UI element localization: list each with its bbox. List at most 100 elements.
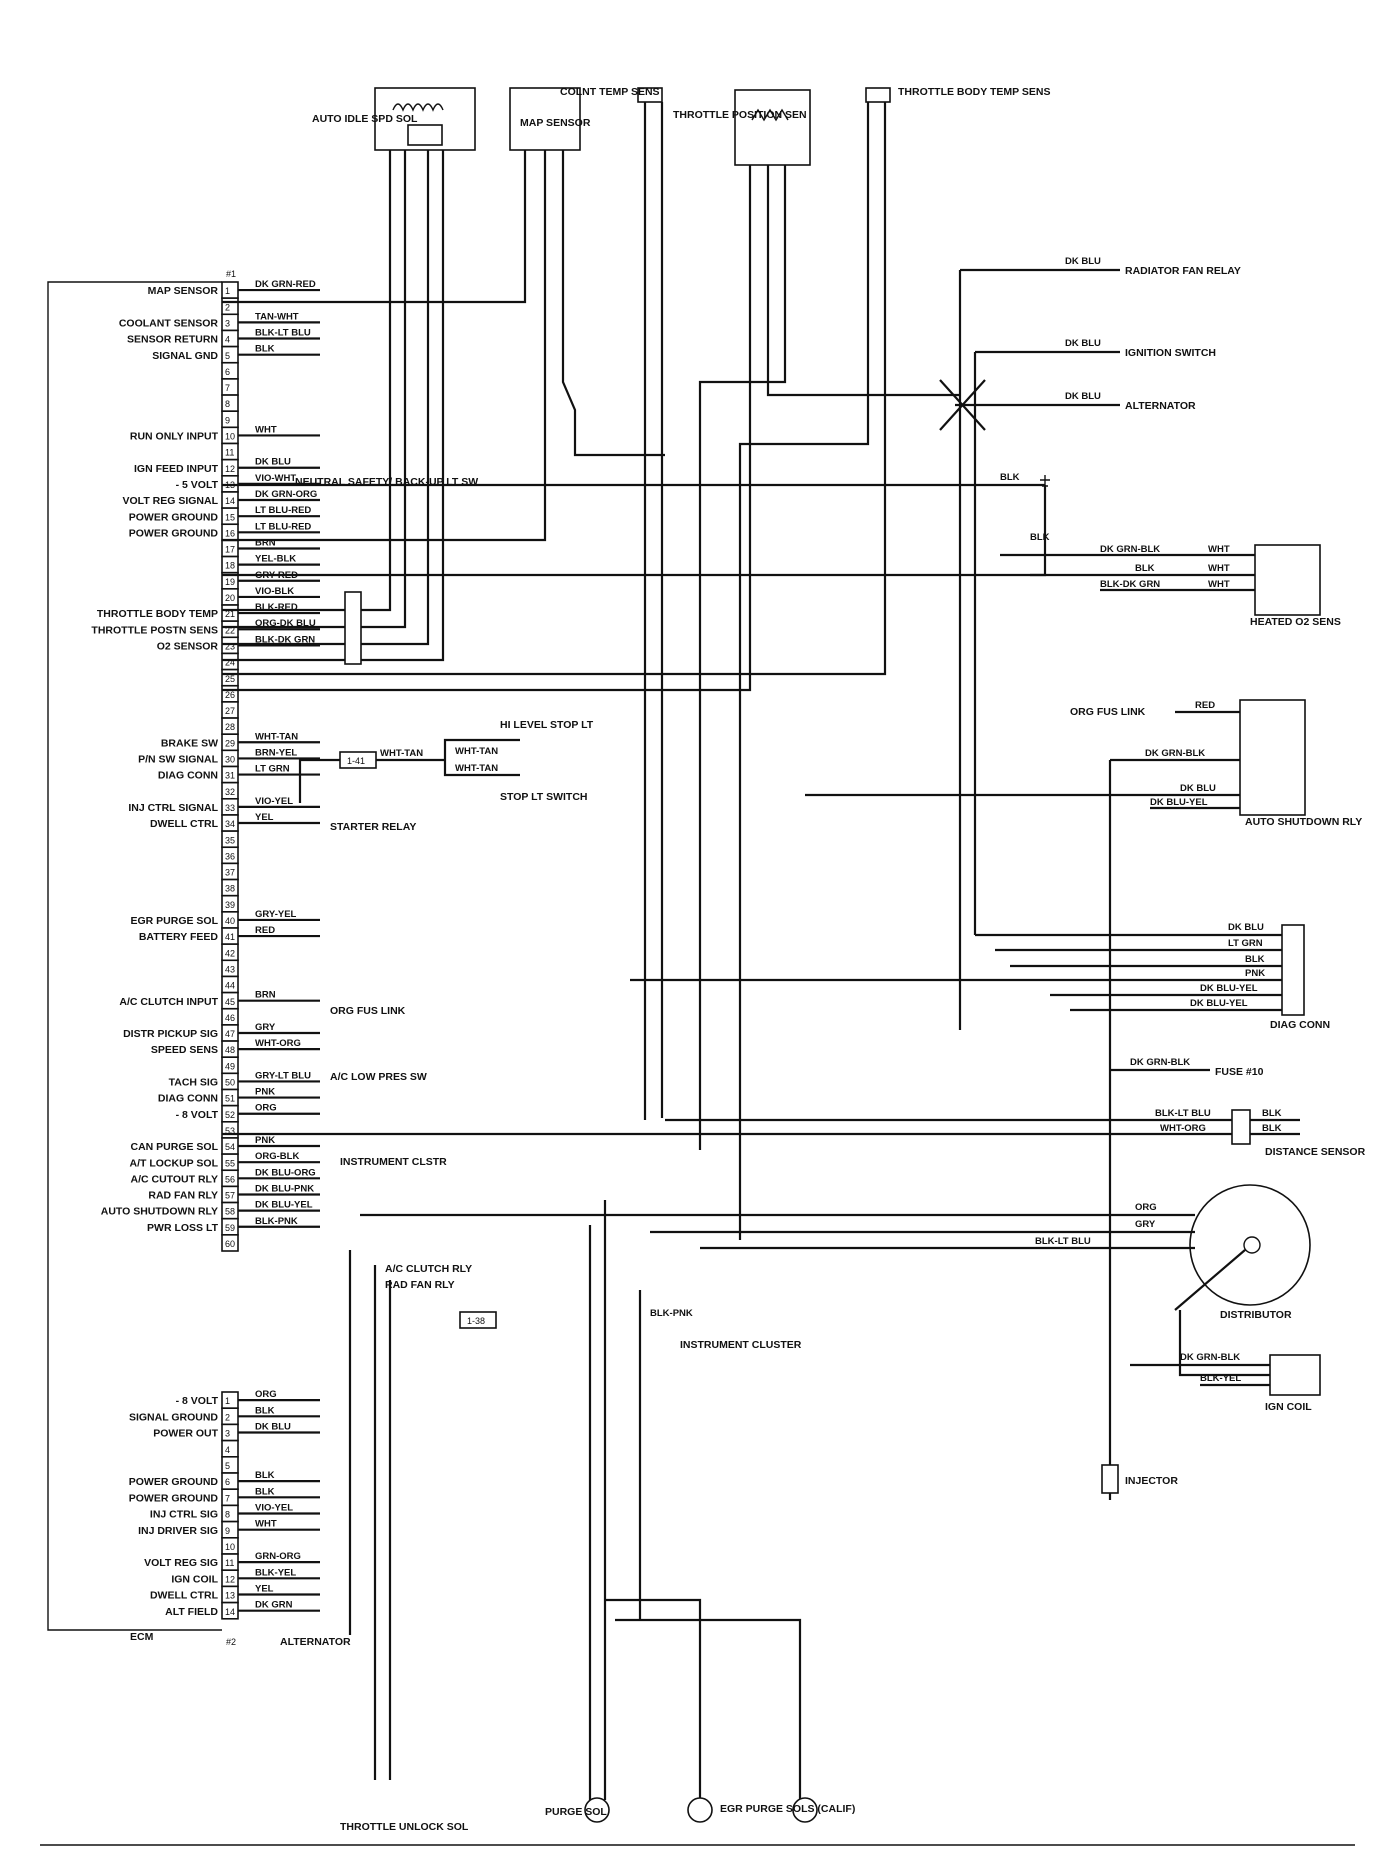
pin-number: 42 [225,948,235,958]
pin-number: 12 [225,464,235,474]
svg-text:ORG: ORG [1135,1202,1157,1213]
pin-wire-color: PNK [255,1087,275,1098]
pin-number: 57 [225,1191,235,1201]
bottom-solenoids: THROTTLE UNLOCK SOL PURGE SOL EGR PURGE … [40,1200,1355,1846]
pin-label: ALT FIELD [165,1606,218,1618]
connector1-pin-39: 39 [221,894,239,913]
pin-number: 22 [225,625,235,635]
connector1-pin-25: 25 [221,668,239,687]
alternator-top-label: ALTERNATOR [1125,400,1196,412]
pin-number: 55 [225,1158,235,1168]
connector1-pin-60: 60 [221,1234,239,1252]
pin-wire-color: DK BLU [255,1422,291,1433]
pin-label: SENSOR RETURN [127,334,218,346]
pin-label: POWER GROUND [129,511,219,523]
pin-wire-color: LT BLU-RED [255,521,311,532]
pin-number: 11 [225,1558,234,1568]
pin-wire-color: WHT-TAN [255,731,298,742]
pin-number: 26 [225,690,235,700]
pin-label: O2 SENSOR [157,640,219,652]
pin-label: CAN PURGE SOL [130,1141,218,1153]
auto-idle-spd-sol: AUTO IDLE SPD SOL [312,87,476,151]
radiator-fan-relay-label: RADIATOR FAN RELAY [1125,265,1241,277]
splice-1-38-box [459,1311,497,1329]
pin-wire-color: BLK-YEL [255,1567,296,1578]
pin-label: - 8 VOLT [176,1109,219,1121]
connector1-pin-37: 37 [221,862,239,881]
connector1-pin-11: 11 [221,442,239,461]
pin-label: THROTTLE BODY TEMP [97,608,218,620]
pin-number: 52 [225,1110,235,1120]
throttle-position-sen-label: THROTTLE POSITION SEN [673,109,807,121]
pin-number: 1 [225,1396,230,1406]
pin-wire-color: BLK [255,1486,275,1497]
pin-number: 27 [225,706,235,716]
pin-number: 58 [225,1207,235,1217]
svg-text:BLK: BLK [1135,563,1155,574]
connector2-pin-4: 4 [221,1439,239,1458]
pin-number: 20 [225,593,235,603]
pin-label: INJ CTRL SIG [150,1509,218,1521]
pin-label: - 8 VOLT [176,1395,219,1407]
instrument-cluster-label: INSTRUMENT CLUSTER [680,1339,802,1351]
pin-number: 14 [225,1607,235,1617]
starter-relay-label: STARTER RELAY [330,821,416,833]
pin-number: 6 [225,1477,230,1487]
pin-wire-color: DK GRN-ORG [255,489,317,500]
svg-text:LT GRN: LT GRN [1228,938,1263,949]
pin-label: DWELL CTRL [150,1590,219,1602]
top-component-wires [222,102,960,1240]
pin-number: 10 [225,1542,235,1552]
pin-label: P/N SW SIGNAL [138,754,219,766]
pin-number: 56 [225,1174,235,1184]
pin-number: 3 [225,1429,230,1439]
connector1-pin-26: 26 [221,684,239,703]
pin-label: INJ DRIVER SIG [138,1525,218,1537]
pin-number: 5 [225,351,230,361]
pin-wire-color: WHT [255,1519,277,1530]
pin-number: 60 [225,1239,235,1249]
pin-number: 41 [225,932,235,942]
svg-text:DK BLU: DK BLU [1228,922,1264,933]
rad-fan-rly-label: RAD FAN RLY [385,1279,455,1291]
pin-wire-color: ORG-DK BLU [255,618,316,629]
svg-text:DK BLU: DK BLU [1180,783,1216,794]
pin-label: AUTO SHUTDOWN RLY [101,1206,218,1218]
distributor-label: DISTRIBUTOR [1220,1309,1292,1321]
pin-wire-color: YEL-BLK [255,554,296,565]
svg-text:GRY: GRY [1135,1219,1156,1230]
pin-number: 10 [225,432,235,442]
pin-wire-color: BLK-DK GRN [255,634,315,645]
pin-label: IGN COIL [171,1573,218,1585]
pin-number: 6 [225,367,230,377]
pin-number: 19 [225,577,235,587]
map-sensor: MAP SENSOR [509,87,591,151]
svg-text:DK GRN-BLK: DK GRN-BLK [1180,1352,1240,1363]
connector1-mark: #1 [226,269,236,279]
egr-purge-sols-label: EGR PURGE SOLS (CALIF) [720,1803,855,1815]
pin-label: A/T LOCKUP SOL [130,1157,219,1169]
pin-wire-color: LT GRN [255,764,290,775]
distance-sensor-box [1231,1109,1251,1145]
throttle-position-sensor: THROTTLE POSITION SEN [673,89,811,166]
pin-number: 21 [225,609,235,619]
connector1-pin-42: 42 [221,943,239,962]
pin-number: 1 [225,286,230,296]
pin-label: POWER GROUND [129,1492,219,1504]
pin-wire-color: DK GRN-RED [255,279,316,290]
